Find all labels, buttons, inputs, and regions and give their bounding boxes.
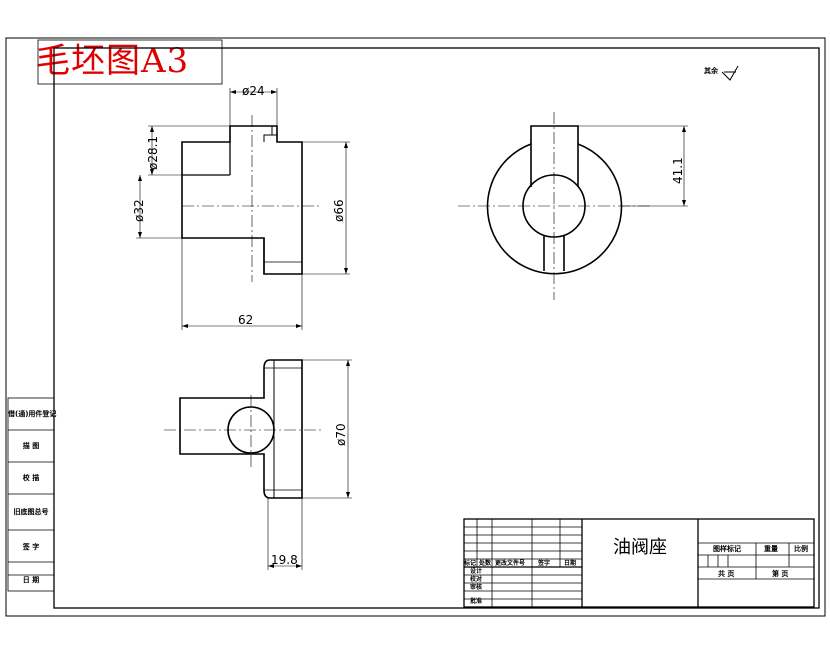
- roughness-icon: [721, 65, 739, 81]
- rev-header-mark: 标记: [464, 560, 477, 567]
- sign-row-approve: 批准: [470, 598, 483, 605]
- side-label-4: 签 字: [22, 543, 40, 551]
- top-view: [164, 359, 352, 570]
- side-label-2: 校 描: [22, 474, 40, 482]
- roughness-note: 其余: [704, 67, 718, 75]
- rev-header-count: 处数: [479, 560, 492, 567]
- rev-header-doc: 更改文件号: [495, 560, 526, 567]
- front-view: [136, 88, 350, 330]
- side-label-3: 旧底图总号: [13, 508, 49, 516]
- sign-row-design: 设计: [470, 568, 483, 575]
- sign-row-check: 校对: [470, 576, 483, 583]
- right-header-weight: 重量: [764, 545, 778, 553]
- dim-d28: ø28.1: [146, 136, 160, 170]
- rev-header-date: 日期: [564, 560, 577, 567]
- dim-d32: ø32: [132, 199, 146, 222]
- rev-header-sign: 签字: [538, 560, 551, 567]
- side-view: [458, 112, 688, 300]
- dim-l19: 19.8: [271, 553, 298, 567]
- dim-d24: ø24: [242, 84, 265, 98]
- part-name: 油阀座: [613, 537, 667, 558]
- side-view-arrows: [682, 126, 686, 206]
- stamp-box: [37, 39, 223, 85]
- side-label-0: 借(通)用件登记: [8, 410, 57, 418]
- dim-l62: 62: [238, 313, 253, 327]
- dim-d66: ø66: [332, 199, 346, 222]
- sheet-number: 第 页: [772, 570, 789, 578]
- drawing-border: [53, 47, 820, 609]
- front-view-arrows: [138, 90, 348, 328]
- sheet-total: 共 页: [718, 570, 735, 578]
- side-label-1: 描 图: [22, 442, 40, 450]
- dim-d70: ø70: [334, 423, 348, 446]
- dim-h41: 41.1: [671, 157, 685, 184]
- outer-frame: [5, 37, 826, 617]
- side-label-5: 日 期: [22, 576, 40, 584]
- top-view-arrows: [268, 360, 350, 568]
- right-header-scale: 比例: [794, 545, 808, 553]
- right-header-drawing-mark: 图样标记: [713, 545, 741, 553]
- title-block: [463, 518, 815, 608]
- sign-row-review: 审核: [470, 584, 483, 591]
- side-table: [7, 397, 55, 592]
